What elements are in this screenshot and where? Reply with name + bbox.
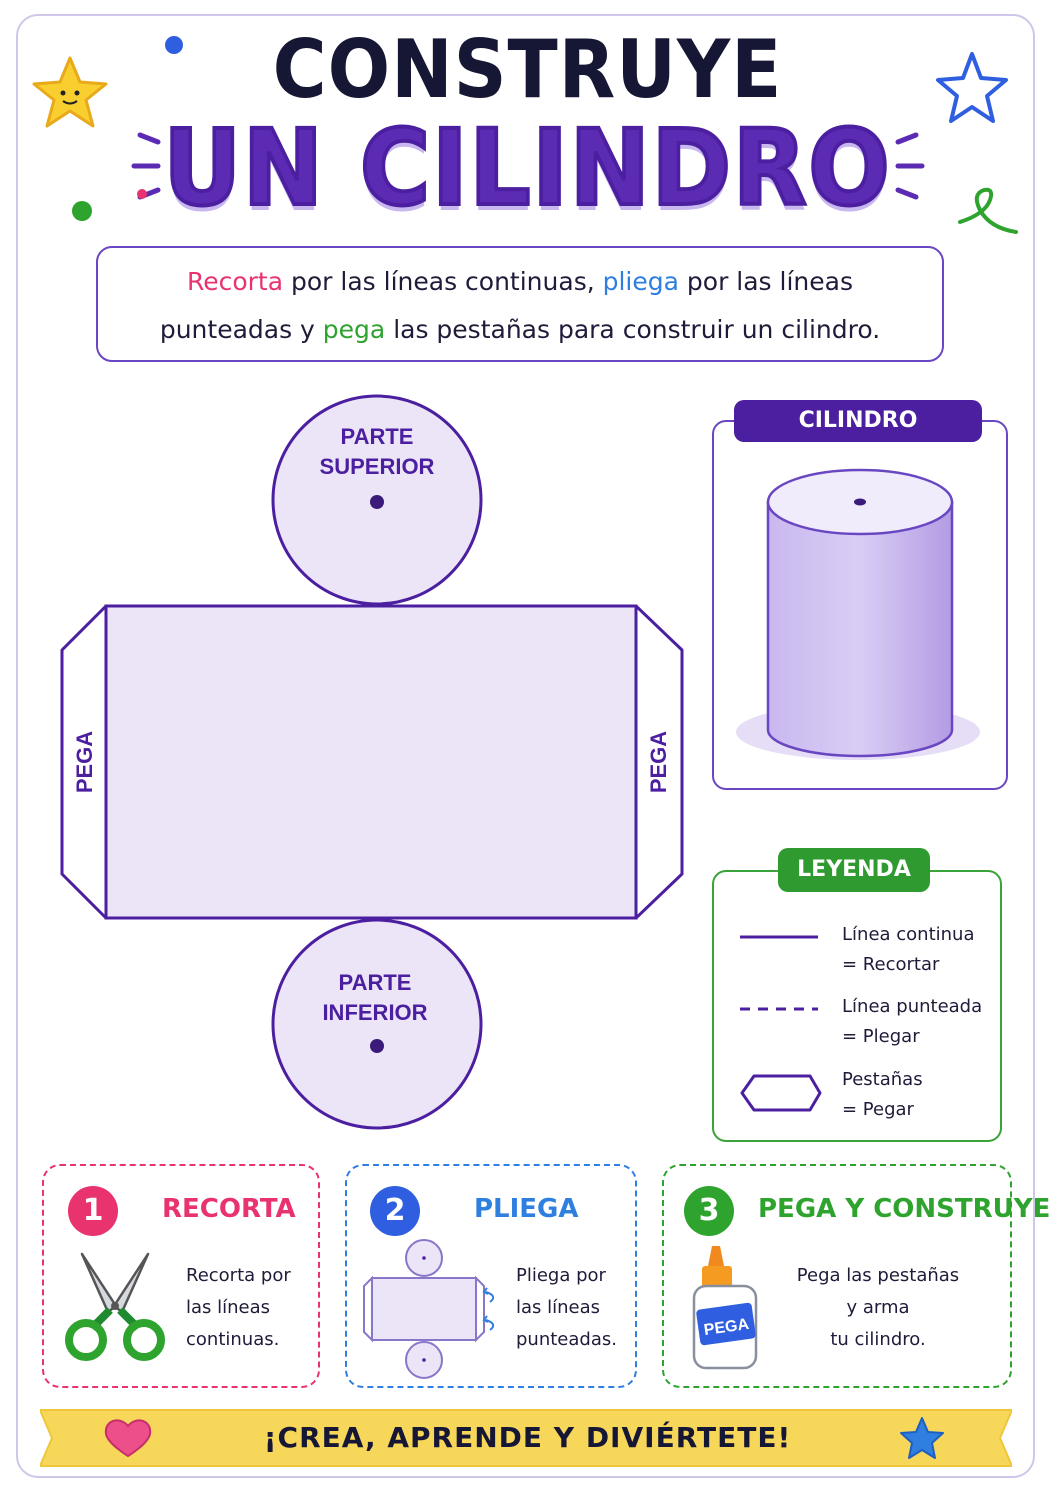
legend-item-3-line1: Pestañas (842, 1069, 923, 1090)
title-line-2: UN CILINDRO (162, 106, 892, 230)
instr-text-3: punteadas y (159, 315, 323, 344)
instr-text-2: por las líneas (678, 267, 853, 296)
step-2-title: PLIEGA (474, 1194, 579, 1224)
bottom-banner (40, 1409, 1012, 1467)
finished-cylinder-illustration (736, 468, 980, 760)
top-circle-label-1: PARTE (341, 424, 414, 449)
green-dot-icon (72, 201, 92, 221)
step-2-text: Pliega por las líneas punteadas. (516, 1260, 617, 1356)
left-tab-label: PEGA (72, 731, 97, 793)
instr-text-1: por las líneas continuas, (283, 267, 603, 296)
blue-star-icon (900, 1417, 944, 1459)
right-sparkle-lines-icon (895, 132, 925, 200)
legend-item-1-line1: Línea continua (842, 924, 975, 945)
blue-dot-icon (165, 36, 183, 54)
top-circle-label-2: SUPERIOR (320, 454, 435, 479)
step-3-line-1: Pega las pestañas (796, 1265, 960, 1286)
glue-bottle-icon: PEGA (692, 1246, 758, 1370)
banner-text: ¡CREA, APRENDE Y DIVIÉRTETE! (263, 1421, 792, 1454)
squiggle-icon (958, 187, 1018, 234)
outline-star-icon (936, 52, 1008, 123)
mini-net-icon (363, 1239, 495, 1379)
bottom-circle-label-1: PARTE (339, 970, 412, 995)
step-1-line-2: las líneas (186, 1297, 271, 1318)
page-frame (16, 14, 1035, 1478)
legend-item-1-line2: = Recortar (842, 954, 940, 975)
scissors-icon (65, 1252, 165, 1361)
heart-icon (104, 1419, 152, 1458)
step-3-title: PEGA Y CONSTRUYE (758, 1194, 1051, 1224)
step-1-text: Recorta por las líneas continuas. (186, 1260, 291, 1356)
step-2-line-3: punteadas. (516, 1329, 617, 1350)
side-rectangle (104, 604, 638, 920)
instr-recorta: Recorta (186, 267, 284, 296)
bottom-center-dot (370, 1039, 384, 1053)
step-3-line-2: y arma (846, 1297, 910, 1318)
legend-item-2: Línea punteada = Plegar (842, 992, 982, 1052)
cylinder-body (766, 500, 954, 758)
step-3-text: Pega las pestañas y arma tu cilindro. (778, 1260, 978, 1356)
finished-cylinder-title: CILINDRO TERMINADO (734, 400, 982, 475)
instr-pega: pega (322, 315, 386, 344)
step-2-badge: 2 (370, 1186, 420, 1236)
step-card-pega (662, 1164, 1012, 1388)
instructions-box: Recorta por las líneas continuas, pliega… (96, 246, 944, 362)
step-1-line-3: continuas. (186, 1329, 280, 1350)
legend-item-1: Línea continua = Recortar (842, 920, 975, 980)
step-card-pliega (345, 1164, 637, 1388)
legend-item-3-line2: = Pegar (842, 1099, 914, 1120)
tab-hexagon-icon (740, 1074, 822, 1112)
step-1-badge: 1 (68, 1186, 118, 1236)
legend-item-3: Pestañas = Pegar (842, 1065, 923, 1125)
legend-item-2-line2: = Plegar (842, 1026, 920, 1047)
smiling-star-icon (32, 56, 108, 128)
bottom-circle-label-2: INFERIOR (322, 1000, 427, 1025)
step-3-badge: 3 (684, 1186, 734, 1236)
step-card-recorta (42, 1164, 320, 1388)
title-line-1: CONSTRUYE (272, 23, 783, 116)
instr-text-4: las pestañas para construir un cilindro. (385, 315, 881, 344)
instr-pliega: pliega (602, 267, 679, 296)
glue-bottle-label: PEGA (703, 1316, 751, 1339)
right-tab-label: PEGA (646, 731, 671, 793)
legend-symbols (740, 935, 822, 1112)
step-3-line-3: tu cilindro. (830, 1329, 926, 1350)
cylinder-net: PARTE SUPERIOR PARTE INFERIOR PEGA PEGA (60, 394, 684, 1130)
step-1-line-1: Recorta por (186, 1265, 291, 1286)
legend-item-2-line1: Línea punteada (842, 996, 983, 1017)
legend-title: LEYENDA (778, 848, 930, 892)
step-1-title: RECORTA (162, 1194, 296, 1224)
top-center-dot (370, 495, 384, 509)
cylinder-top-dot (854, 498, 866, 506)
step-2-line-2: las líneas (516, 1297, 601, 1318)
bottom-circle (271, 918, 483, 1130)
pink-dot-icon (137, 189, 147, 199)
title-decorations (32, 36, 1018, 234)
step-2-line-1: Pliega por (516, 1265, 606, 1286)
